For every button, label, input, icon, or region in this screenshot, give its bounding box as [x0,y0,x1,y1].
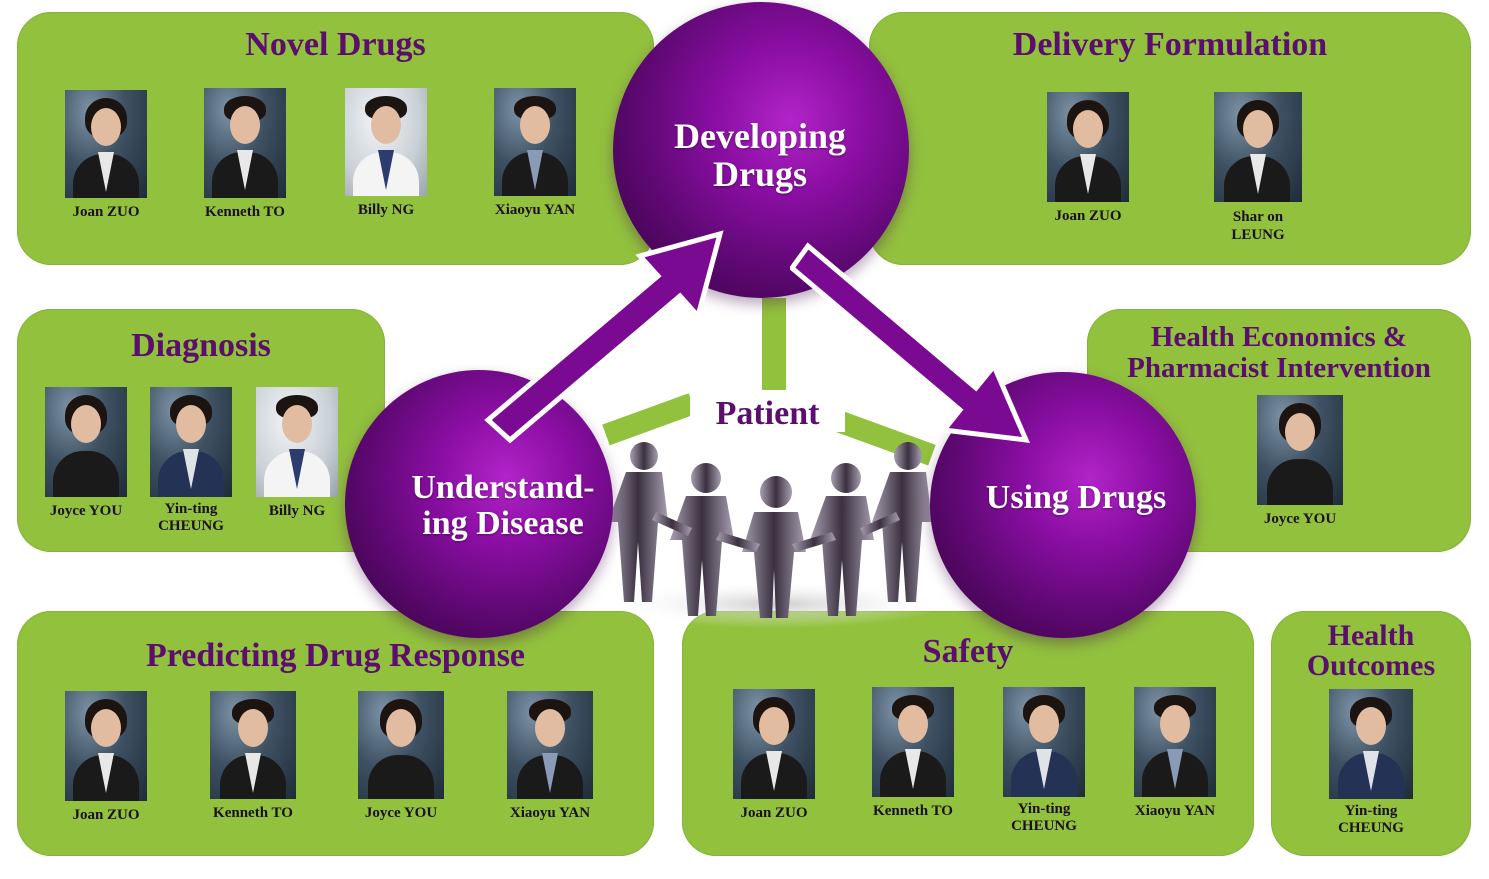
panel-safety: Safety Joan ZUO Kenneth TO Yin-ting CHEU… [682,611,1254,856]
person-name: Joyce YOU [364,805,438,821]
person-name: Joan ZUO [72,807,140,823]
portrait-photo [45,387,127,497]
name-line: Yin-ting [164,501,218,517]
person-name: Joan ZUO [1054,208,1122,224]
person-card: Joyce YOU [346,691,456,822]
name-line: CHEUNG [158,518,224,535]
panel-diagnosis: Diagnosis Joyce YOU Yin-ting CHEUNG Bill… [17,309,385,552]
person-card: Yin-ting CHEUNG [136,387,246,536]
person-card: Xiaoyu YAN [1120,687,1230,820]
person-card: Xiaoyu YAN [480,88,590,219]
person-card: Joan ZUO [1033,92,1143,225]
person-card: Yin-ting CHEUNG [1316,689,1426,838]
portrait-photo [358,691,444,799]
portrait-photo [65,90,147,198]
person-name: Kenneth TO [873,803,953,819]
title-line: Pharmacist Intervention [1127,352,1431,384]
portrait-photo [210,691,296,799]
portrait-photo [345,88,427,196]
person-name: Kenneth TO [213,805,293,821]
person-name: Yin-ting CHEUNG [1316,803,1426,838]
portrait-photo [256,387,338,497]
portrait-photo [204,88,286,198]
person-card: Kenneth TO [858,687,968,820]
panel-delivery-formulation: Delivery Formulation Joan ZUO Shar on LE… [869,12,1471,265]
sphere-understanding-disease [345,370,613,638]
portrait-photo [494,88,576,196]
arrow-icon [790,242,1031,444]
panel-novel-drugs: Novel Drugs Joan ZUO Kenneth TO Billy NG… [17,12,654,265]
name-line: CHEUNG [1011,818,1077,835]
person-name: Joyce YOU [1263,511,1337,527]
portrait-photo [150,387,232,497]
person-card: Joan ZUO [51,90,161,221]
name-line: Yin-ting [1017,801,1071,817]
name-line: Yin-ting [1344,803,1398,819]
person-name: Yin-ting CHEUNG [989,801,1099,836]
panel-title: Predicting Drug Response [145,637,526,674]
panel-title: Novel Drugs [245,26,426,63]
name-line: CHEUNG [1338,820,1404,837]
person-card: Joan ZUO [719,689,829,822]
title-line: Outcomes [1306,649,1436,682]
person-name: Joan ZUO [740,805,808,821]
portrait-photo [872,687,954,797]
person-card: Kenneth TO [190,88,300,221]
name-line: Shar on [1232,209,1284,225]
portrait-photo [1329,689,1413,799]
person-name: Shar on LEUNG [1203,208,1313,244]
person-card: Billy NG [242,387,352,520]
person-card: Joan ZUO [51,691,161,824]
person-name: Billy NG [268,503,326,519]
person-name: Kenneth TO [205,204,285,220]
label-line: Drugs [712,153,807,194]
panel-title: Diagnosis [131,327,271,364]
label-line: ing Disease [422,504,584,542]
people-chain-icon [606,442,946,628]
person-name: Billy NG [357,202,415,218]
portrait-photo [733,689,815,799]
person-name: Joyce YOU [49,503,123,519]
person-card: Yin-ting CHEUNG [989,687,1099,836]
person-name: Yin-ting CHEUNG [136,501,246,536]
sphere-label: Using Drugs [985,479,1167,516]
panel-health-outcomes: Health Outcomes Yin-ting CHEUNG [1271,611,1471,856]
person-card: Billy NG [331,88,441,219]
portrait-photo [1214,92,1302,202]
person-name: Xiaoyu YAN [509,805,591,821]
panel-predicting-drug-response: Predicting Drug Response Joan ZUO Kennet… [17,611,654,856]
sphere-label: Developing Drugs [640,116,880,194]
connector-bar [762,298,786,390]
person-card: Joyce YOU [1245,395,1355,528]
portrait-photo [1134,687,1216,797]
label-line: Developing [673,116,846,156]
person-card: Xiaoyu YAN [495,691,605,822]
portrait-photo [1003,687,1085,797]
patient-label: Patient [690,395,845,433]
title-line: Health Economics & [1150,321,1408,353]
person-name: Xiaoyu YAN [1134,803,1216,819]
arrow-icon [484,230,724,444]
person-card: Joyce YOU [31,387,141,520]
label-line: Understand- [411,469,595,506]
person-name: Xiaoyu YAN [494,202,576,218]
panel-title: Health Economics & Pharmacist Interventi… [1087,323,1471,383]
panel-title: Delivery Formulation [1012,26,1328,63]
panel-title: Health Outcomes [1271,621,1471,681]
portrait-photo [65,691,147,801]
portrait-photo [1047,92,1129,202]
name-line: LEUNG [1231,227,1285,243]
sphere-label: Understand- ing Disease [380,470,626,541]
panel-title: Safety [922,633,1014,670]
portrait-photo [507,691,593,799]
person-card: Kenneth TO [198,691,308,822]
person-name: Joan ZUO [72,204,140,220]
person-card: Shar on LEUNG [1203,92,1313,244]
portrait-photo [1257,395,1343,505]
title-line: Health [1327,619,1415,652]
